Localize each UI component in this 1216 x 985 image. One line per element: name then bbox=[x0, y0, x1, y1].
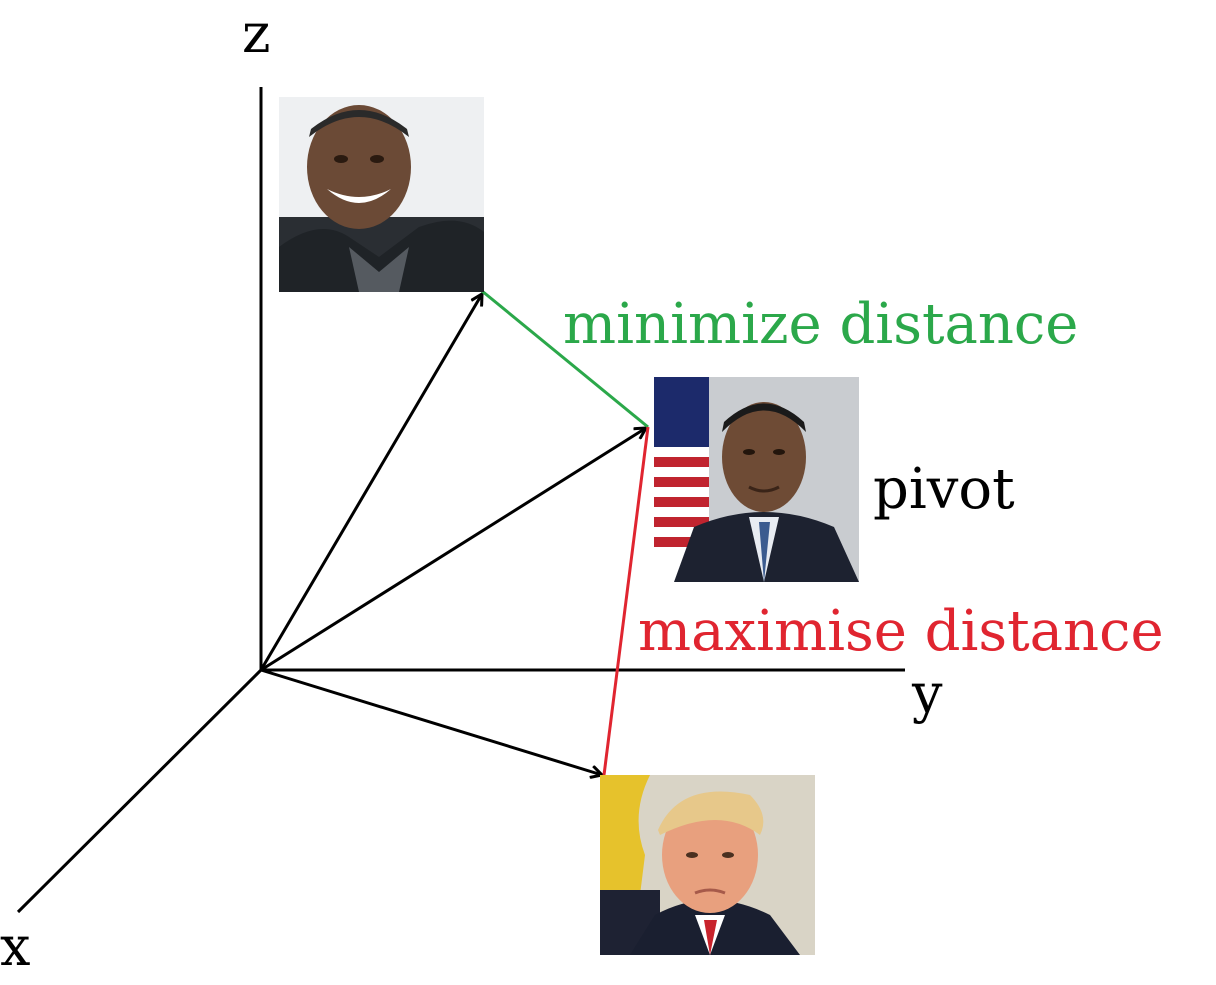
vector-positive bbox=[259, 294, 482, 671]
y-axis-label: y bbox=[911, 662, 943, 725]
x-axis bbox=[16, 668, 263, 914]
pivot-photo bbox=[652, 375, 861, 584]
vector-negative bbox=[260, 668, 602, 775]
maximize-distance-label: maximise distance bbox=[638, 599, 1164, 664]
maximize-distance-line bbox=[602, 426, 650, 776]
negative-photo bbox=[598, 773, 817, 957]
pivot-label: pivot bbox=[873, 457, 1015, 522]
vector-pivot bbox=[260, 428, 646, 672]
minimize-distance-label: minimize distance bbox=[563, 292, 1078, 357]
positive-photo bbox=[279, 97, 484, 292]
x-axis-label: x bbox=[0, 915, 30, 978]
minimize-distance-line bbox=[481, 289, 649, 429]
z-axis-label: z bbox=[242, 2, 270, 65]
